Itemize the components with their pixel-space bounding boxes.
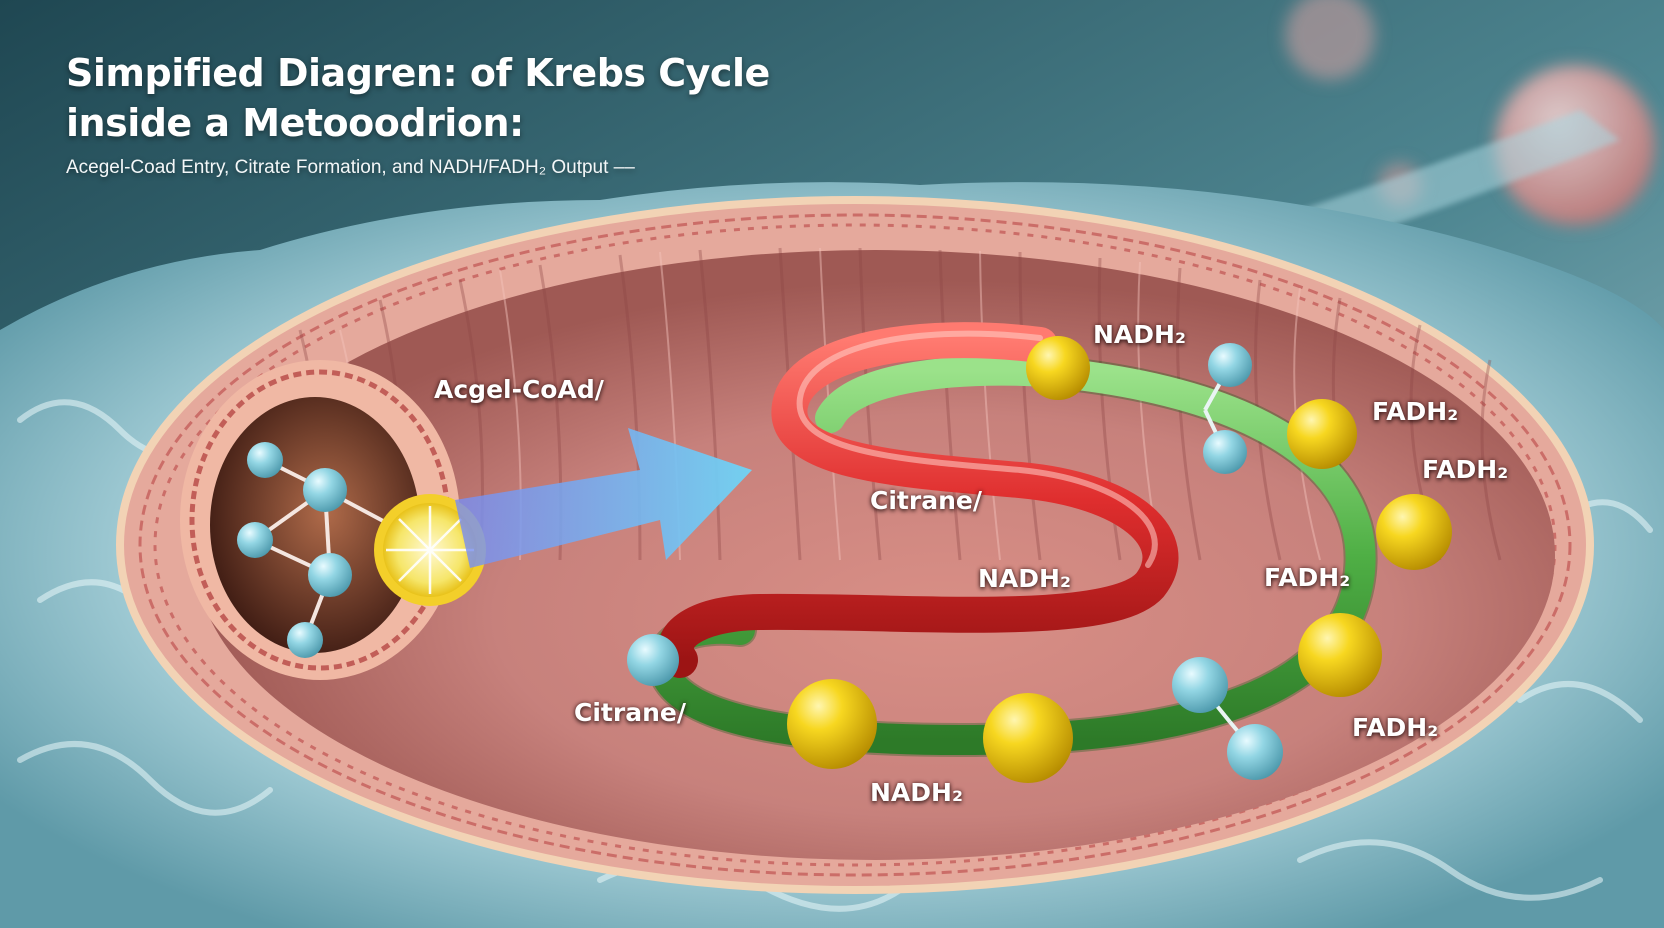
- background-membrane-strand: [1300, 110, 1620, 250]
- nadh-sphere: [1026, 336, 1090, 400]
- fadh-sphere: [1287, 399, 1357, 469]
- acetyl-coa-entry-arrow: [455, 428, 752, 568]
- nadh-sphere: [787, 679, 877, 769]
- diagram-title-line-2: inside a Metooodrion:: [66, 101, 524, 145]
- acetyl-coa-molecule: [237, 442, 401, 658]
- citrate-lemon-icon: [374, 494, 486, 606]
- label-acetyl-coa: Acgel-CoAd/: [434, 375, 604, 404]
- outer-membrane-rim: [116, 196, 1594, 894]
- title-block: Simpified Diagren: of Krebs Cycle inside…: [66, 48, 770, 180]
- label-fadh-2: FADH₂: [1422, 455, 1509, 484]
- label-citrate-upper: Citrane/: [870, 486, 982, 515]
- label-fadh-3: FADH₂: [1264, 563, 1351, 592]
- diagram-title-line-1: Simpified Diagren: of Krebs Cycle: [66, 51, 770, 95]
- fadh-sphere: [1376, 494, 1452, 570]
- label-fadh-1: FADH₂: [1372, 397, 1459, 426]
- nadh-sphere: [983, 693, 1073, 783]
- diagram-subtitle: Acegel-Coad Entry, Citrate Formation, an…: [66, 157, 635, 178]
- label-fadh-4: FADH₂: [1352, 713, 1439, 742]
- label-nadh-top: NADH₂: [1093, 320, 1186, 349]
- label-nadh-middle: NADH₂: [978, 564, 1071, 593]
- fadh-sphere: [1298, 613, 1382, 697]
- product-spheres: [787, 336, 1452, 783]
- cycle-red-tube-highlight: [796, 330, 1158, 568]
- label-citrate-lower: Citrane/: [574, 698, 686, 727]
- label-nadh-bottom: NADH₂: [870, 778, 963, 807]
- cycle-small-molecules: [627, 343, 1283, 780]
- intermembrane-squiggles: [138, 213, 1572, 877]
